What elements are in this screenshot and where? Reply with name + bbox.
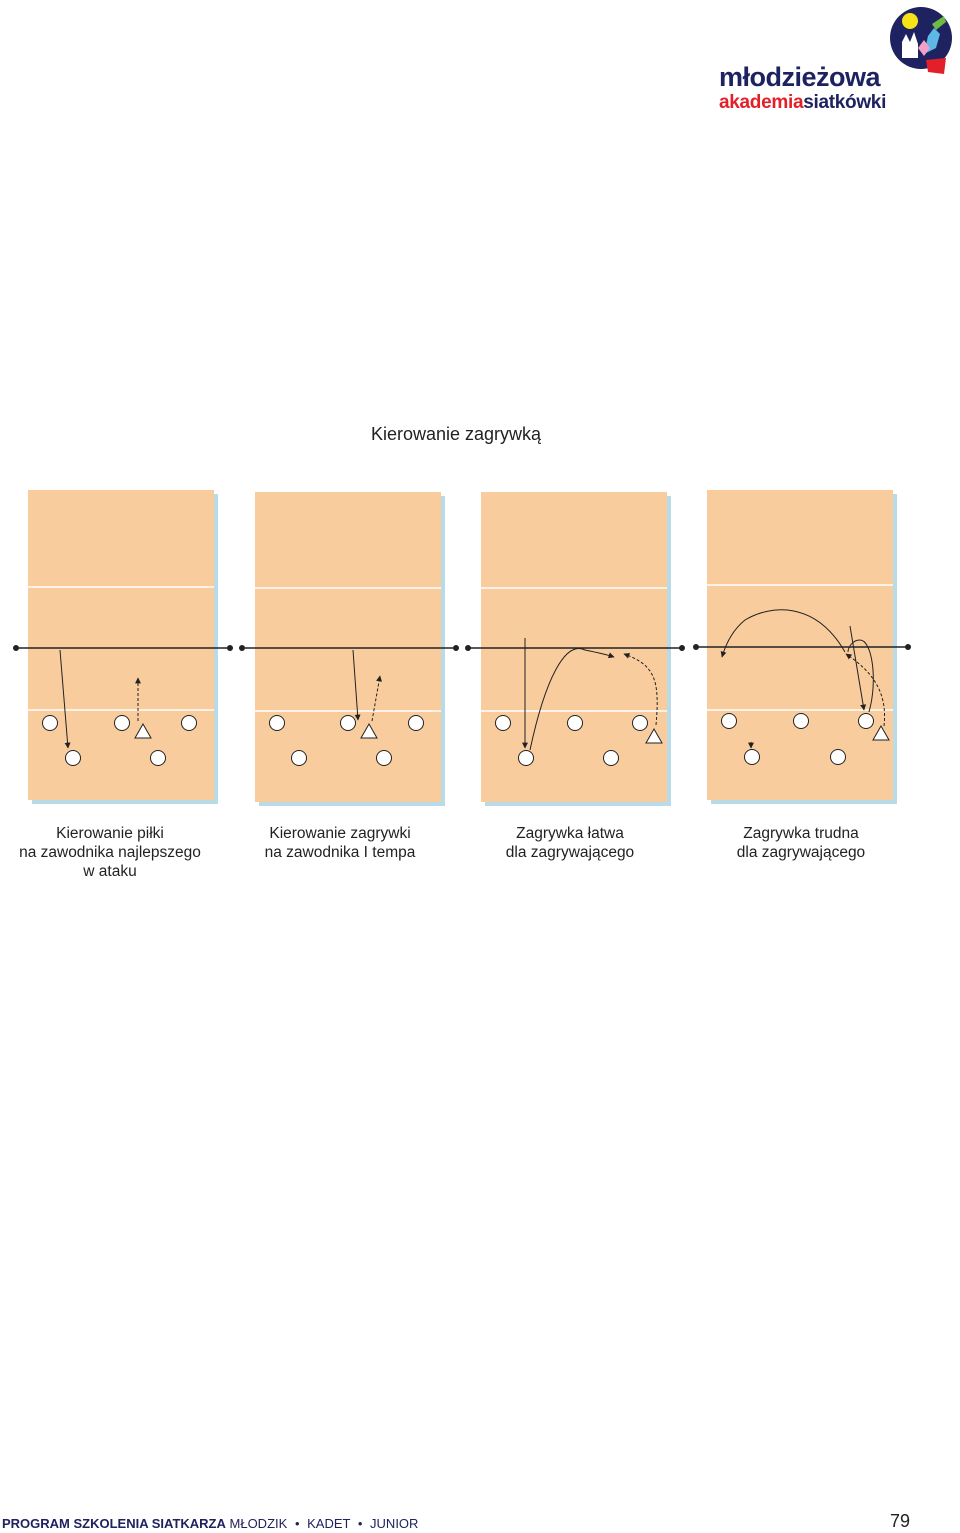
net-post xyxy=(239,645,245,651)
caption-court-2: Kierowanie zagrywki na zawodnika I tempa xyxy=(230,824,450,862)
caption-line: dla zagrywającego xyxy=(736,844,866,861)
ball-path xyxy=(849,625,867,711)
page-number: 79 xyxy=(889,1511,910,1531)
player xyxy=(744,749,760,765)
setter-triangle xyxy=(872,724,890,741)
player xyxy=(376,750,392,766)
caption-line: na zawodnika I tempa xyxy=(264,844,416,861)
footer-level-mlodzik: MŁODZIK xyxy=(229,1516,288,1531)
player xyxy=(150,750,166,766)
court-surface xyxy=(255,492,441,802)
player xyxy=(291,750,307,766)
player xyxy=(181,715,197,731)
caption-line: Zagrywka łatwa xyxy=(516,825,624,842)
player xyxy=(518,750,534,766)
player xyxy=(603,750,619,766)
logo-wordmark-line2: akademiasiatkówki xyxy=(719,93,886,112)
footer-separator: • xyxy=(357,1516,363,1531)
player xyxy=(793,713,809,729)
court-surface xyxy=(28,490,214,800)
logo-wordmark-line1: młodzieżowa xyxy=(719,62,881,92)
setter-triangle xyxy=(360,722,378,739)
serve-diagrams xyxy=(13,490,911,806)
court-diagram-2 xyxy=(239,492,459,806)
caption-line: Kierowanie piłki xyxy=(56,825,164,842)
server-movement xyxy=(845,653,886,727)
page-title: Kierowanie zagrywką xyxy=(370,424,542,444)
serve-path xyxy=(529,648,615,751)
player xyxy=(632,715,648,731)
player xyxy=(830,749,846,765)
court-diagram-3 xyxy=(465,492,685,806)
court-surface xyxy=(481,492,667,802)
player xyxy=(269,715,285,731)
player xyxy=(567,715,583,731)
footer-program-title: PROGRAM SZKOLENIA SIATKARZA xyxy=(2,1516,226,1531)
net-post xyxy=(693,644,699,650)
logo-badge-icon xyxy=(890,7,952,74)
court-diagram-4 xyxy=(693,490,911,804)
footer-level-kadet: KADET xyxy=(307,1516,351,1531)
net-post xyxy=(905,644,911,650)
caption-court-1: Kierowanie piłki na zawodnika najlepszeg… xyxy=(0,824,220,881)
player xyxy=(340,715,356,731)
footer-separator: • xyxy=(294,1516,300,1531)
player xyxy=(495,715,511,731)
serve-loop xyxy=(847,639,874,713)
net-post xyxy=(453,645,459,651)
server-movement xyxy=(623,652,658,726)
caption-line: Kierowanie zagrywki xyxy=(269,825,411,842)
setter-triangle xyxy=(645,727,663,744)
footer-level-junior: JUNIOR xyxy=(370,1516,419,1531)
net-post xyxy=(227,645,233,651)
player xyxy=(42,715,58,731)
caption-line: Zagrywka trudna xyxy=(743,825,859,842)
logo-wordmark-akademia: akademia xyxy=(719,92,804,113)
serve-path xyxy=(352,649,361,721)
player xyxy=(65,750,81,766)
player-movement xyxy=(371,675,383,722)
caption-line: dla zagrywającego xyxy=(505,844,635,861)
net-post xyxy=(465,645,471,651)
player xyxy=(721,713,737,729)
court-diagram-1 xyxy=(13,490,233,804)
serve-path xyxy=(59,649,71,749)
player xyxy=(858,713,874,729)
caption-line: na zawodnika najlepszego xyxy=(19,844,201,861)
academy-logo: młodzieżowa akademiasiatkówki xyxy=(715,2,960,114)
serve-path xyxy=(720,609,846,658)
footer-program: PROGRAM SZKOLENIA SIATKARZA MŁODZIK • KA… xyxy=(2,1516,418,1531)
logo-wordmark-siatkowki: siatkówki xyxy=(803,92,887,113)
caption-court-4: Zagrywka trudna dla zagrywającego xyxy=(691,824,911,862)
caption-line: w ataku xyxy=(83,863,137,880)
caption-court-3: Zagrywka łatwa dla zagrywającego xyxy=(460,824,680,862)
net-post xyxy=(13,645,19,651)
court-surface xyxy=(707,490,893,800)
net-post xyxy=(679,645,685,651)
setter-triangle xyxy=(134,722,152,739)
player xyxy=(408,715,424,731)
player xyxy=(114,715,130,731)
